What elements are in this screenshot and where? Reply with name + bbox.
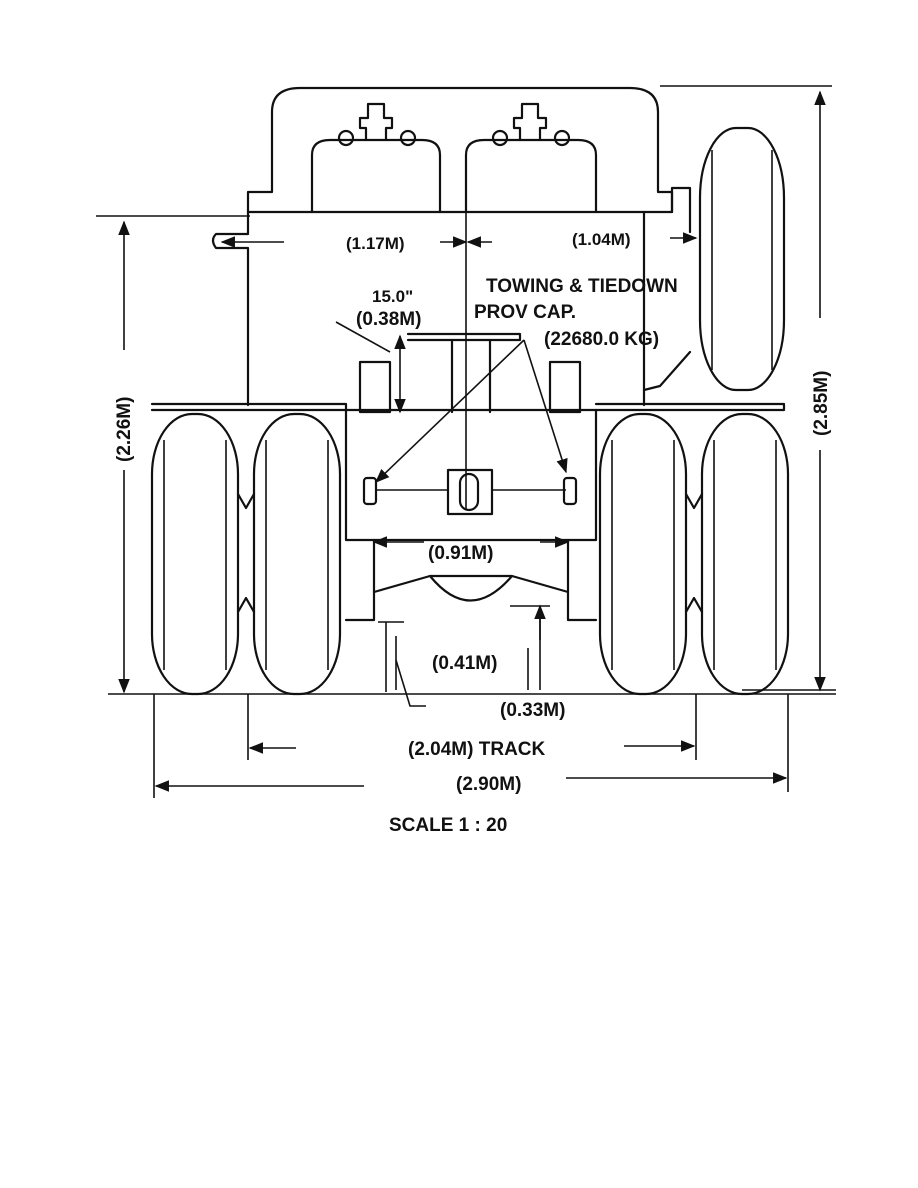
label-height-226: (2.26M) xyxy=(114,397,135,462)
wheel-right-inner xyxy=(598,412,688,696)
dimension-lines xyxy=(96,85,836,798)
label-chassis-width: (1.17M) xyxy=(346,234,405,253)
label-clearance-in: 15.0" xyxy=(372,287,413,306)
label-right-width: (1.04M) xyxy=(572,230,631,249)
label-clearance-m: (0.38M) xyxy=(356,309,421,330)
label-scale: SCALE 1 : 20 xyxy=(389,815,507,836)
wheel-left-outer xyxy=(150,412,240,696)
vehicle-outline xyxy=(150,86,786,622)
label-towing-line1: TOWING & TIEDOWN xyxy=(486,276,678,297)
label-axle-width: (0.91M) xyxy=(428,543,493,564)
dual-spacer-left xyxy=(236,492,256,614)
wheel-left-inner xyxy=(252,412,342,696)
dual-spacer-right xyxy=(684,492,704,614)
wheel-right-outer xyxy=(700,412,790,696)
label-towing-capacity: (22680.0 KG) xyxy=(544,329,659,350)
label-track: (2.04M) TRACK xyxy=(408,739,546,760)
label-height-285: (2.85M) xyxy=(811,371,832,436)
label-overall-width: (2.90M) xyxy=(456,774,521,795)
label-ground-041: (0.41M) xyxy=(432,653,497,674)
label-towing-line2: PROV CAP. xyxy=(474,302,576,323)
label-ground-033: (0.33M) xyxy=(500,700,565,721)
